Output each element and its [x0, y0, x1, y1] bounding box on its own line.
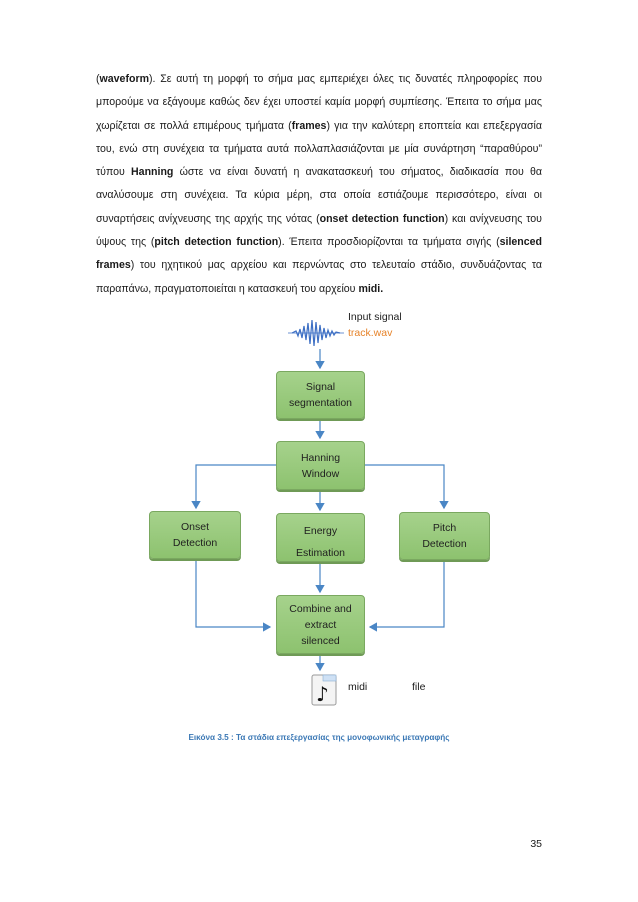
- file-label: file: [412, 681, 426, 693]
- svg-text:♪: ♪: [316, 682, 329, 706]
- input-file-name: track.wav: [348, 327, 393, 339]
- body-paragraph: (waveform). Σε αυτή τη μορφή το σήμα μας…: [96, 73, 543, 295]
- input-signal-label: Input signal: [348, 311, 402, 323]
- waveform-icon: [288, 319, 344, 347]
- midi-label: midi: [348, 681, 368, 693]
- page-number: 35: [530, 838, 542, 850]
- music-file-icon: ♪: [311, 674, 337, 706]
- figure-caption: Εικόνα 3.5 : Τα στάδια επεξεργασίας της …: [188, 733, 450, 742]
